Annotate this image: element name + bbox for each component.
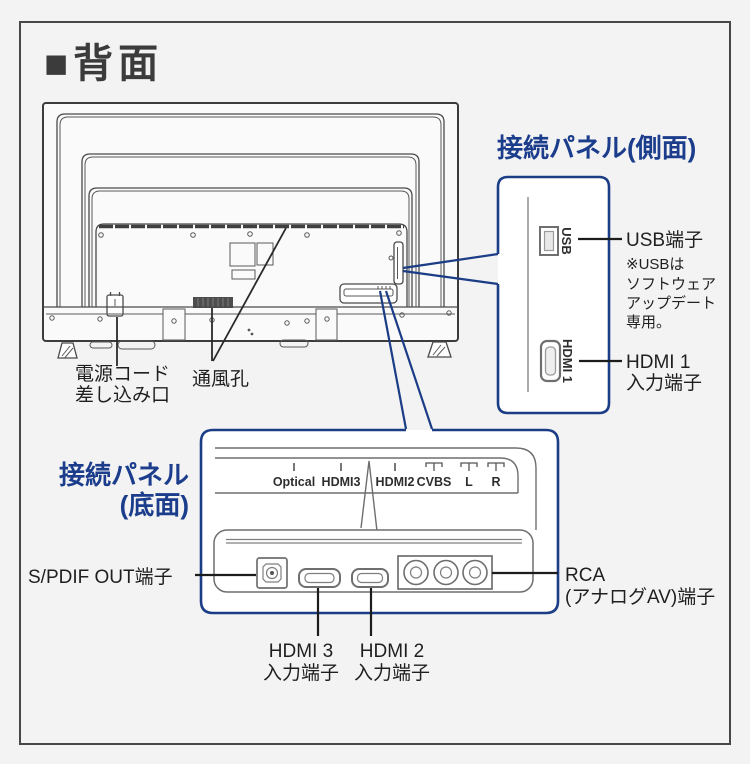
port-label-l: L xyxy=(465,475,473,489)
vent-label: 通風孔 xyxy=(192,368,249,390)
label-pointer-peak xyxy=(360,460,378,532)
svg-text:専用。: 専用。 xyxy=(626,314,671,331)
page-title: ■背面 xyxy=(44,42,163,86)
side-funnel-upper xyxy=(402,252,499,270)
hdmi1-label-line1: HDMI 1 xyxy=(626,352,690,373)
hdmi3-port-icon xyxy=(298,568,341,588)
usb-note: ※USBは ソフトウェア アップデート 専用。 xyxy=(626,256,716,331)
hdmi3-label-line2: 入力端子 xyxy=(263,662,339,684)
side-funnel-lower xyxy=(402,269,499,286)
bottom-funnel-left xyxy=(378,290,408,430)
tv-back-illustration xyxy=(42,102,459,359)
rca-bracket-marks xyxy=(425,462,505,471)
port-label-hdmi3: HDMI3 xyxy=(322,475,361,489)
spdif-label: S/PDIF OUT端子 xyxy=(28,566,173,588)
port-label-cvbs: CVBS xyxy=(417,475,452,489)
port-label-hdmi2: HDMI2 xyxy=(376,475,415,489)
tv-feet xyxy=(57,341,452,359)
usb-label: USB端子 xyxy=(626,229,703,251)
hdmi2-port-icon xyxy=(351,568,389,588)
vent-diagonal-line xyxy=(212,227,287,362)
power-label-line2: 差し込み口 xyxy=(75,384,170,406)
bottom-panel-heading-line1: 接続パネル xyxy=(59,460,189,490)
bottom-panel-back-surface: Optical HDMI3 HDMI2 CVBS L R xyxy=(215,447,537,532)
hdmi1-port-rotated-label: HDMI 1 xyxy=(560,339,575,383)
tv-outer-frame xyxy=(42,102,459,342)
rca-label-line1: RCA xyxy=(565,565,605,586)
hdmi2-label-line1: HDMI 2 xyxy=(360,641,424,662)
side-panel-box xyxy=(496,175,611,415)
power-label-line1: 電源コード xyxy=(75,363,170,385)
usb-port-rotated-label: USB xyxy=(559,227,574,254)
bottom-connector-recess xyxy=(339,283,398,304)
bottom-funnel-right xyxy=(384,290,434,430)
bottom-panel-heading-line2: (底面) xyxy=(120,490,189,520)
usb-port-icon xyxy=(539,226,559,256)
hdmi2-label-line2: 入力端子 xyxy=(354,662,430,684)
side-panel-heading: 接続パネル(側面) xyxy=(497,133,696,163)
rca-label-line2: (アナログAV)端子 xyxy=(565,586,715,608)
hdmi1-label-line2: 入力端子 xyxy=(626,372,702,394)
svg-text:※USBは: ※USBは xyxy=(626,256,684,273)
port-label-optical: Optical xyxy=(273,475,315,489)
port-label-r: R xyxy=(491,475,500,489)
hdmi3-label-line1: HDMI 3 xyxy=(269,641,333,662)
vent-holes xyxy=(193,297,233,308)
tv-back-steps xyxy=(56,113,445,307)
screws xyxy=(49,230,452,336)
hdmi1-port-icon xyxy=(539,339,562,383)
rca-ports-icon xyxy=(397,555,493,590)
svg-text:ソフトウェア: ソフトウェア xyxy=(626,276,716,293)
bottom-panel-connector-face xyxy=(213,529,534,593)
power-socket xyxy=(106,292,124,317)
tv-bottom-strip xyxy=(43,306,458,350)
optical-port-icon xyxy=(256,557,288,589)
side-connector-strip xyxy=(393,241,404,285)
page-border xyxy=(19,21,731,745)
tv-inner-panel xyxy=(95,223,408,307)
svg-text:アップデート: アップデート xyxy=(626,294,716,312)
